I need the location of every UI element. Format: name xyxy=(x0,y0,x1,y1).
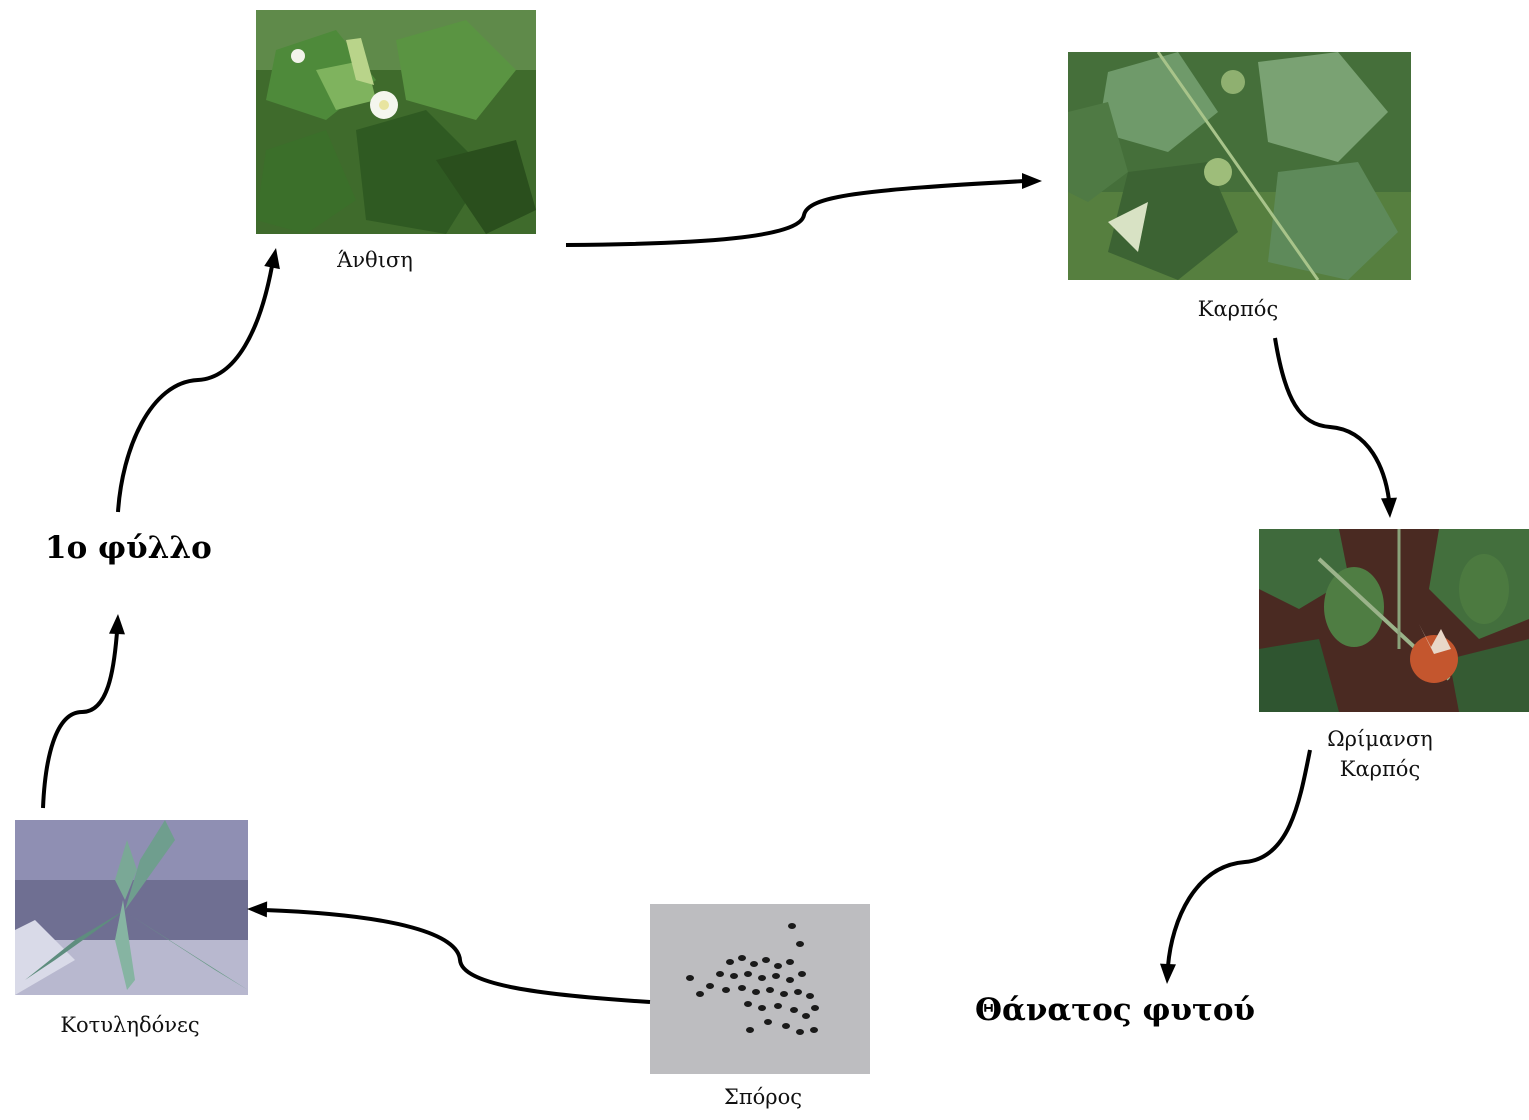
arrow-ripening-to-death xyxy=(1168,750,1310,966)
death-label: Θάνατος φυτού xyxy=(975,992,1255,1028)
seed-label: Σπόρος xyxy=(688,1082,838,1112)
cotyledons-label: Κοτυληδόνες xyxy=(40,1010,220,1040)
arrow-fruit-to-ripening xyxy=(1275,338,1389,500)
arrow-leaf-to-flowering-head xyxy=(264,248,280,269)
arrow-flowering-to-fruit-head xyxy=(1022,173,1042,189)
arrow-fruit-to-ripening-head xyxy=(1381,498,1397,518)
arrow-ripening-to-death-head xyxy=(1160,964,1176,984)
first-leaf-label: 1ο φύλλο xyxy=(45,530,212,566)
arrow-flowering-to-fruit xyxy=(566,181,1025,245)
arrow-leaf-to-flowering xyxy=(118,266,272,512)
arrow-cotyledons-to-leaf-head xyxy=(109,614,125,634)
ripening-label-line2: Καρπός xyxy=(1305,754,1455,784)
arrow-seed-to-cotyledons-head xyxy=(247,901,267,917)
ripening-label: Ωρίμανση Καρπός xyxy=(1305,724,1455,784)
flowering-label: Άνθιση xyxy=(300,245,450,275)
ripening-label-line1: Ωρίμανση xyxy=(1305,724,1455,754)
arrow-cotyledons-to-leaf xyxy=(43,632,117,808)
fruit-label: Καρπός xyxy=(1163,294,1313,324)
arrow-seed-to-cotyledons xyxy=(264,910,650,1002)
